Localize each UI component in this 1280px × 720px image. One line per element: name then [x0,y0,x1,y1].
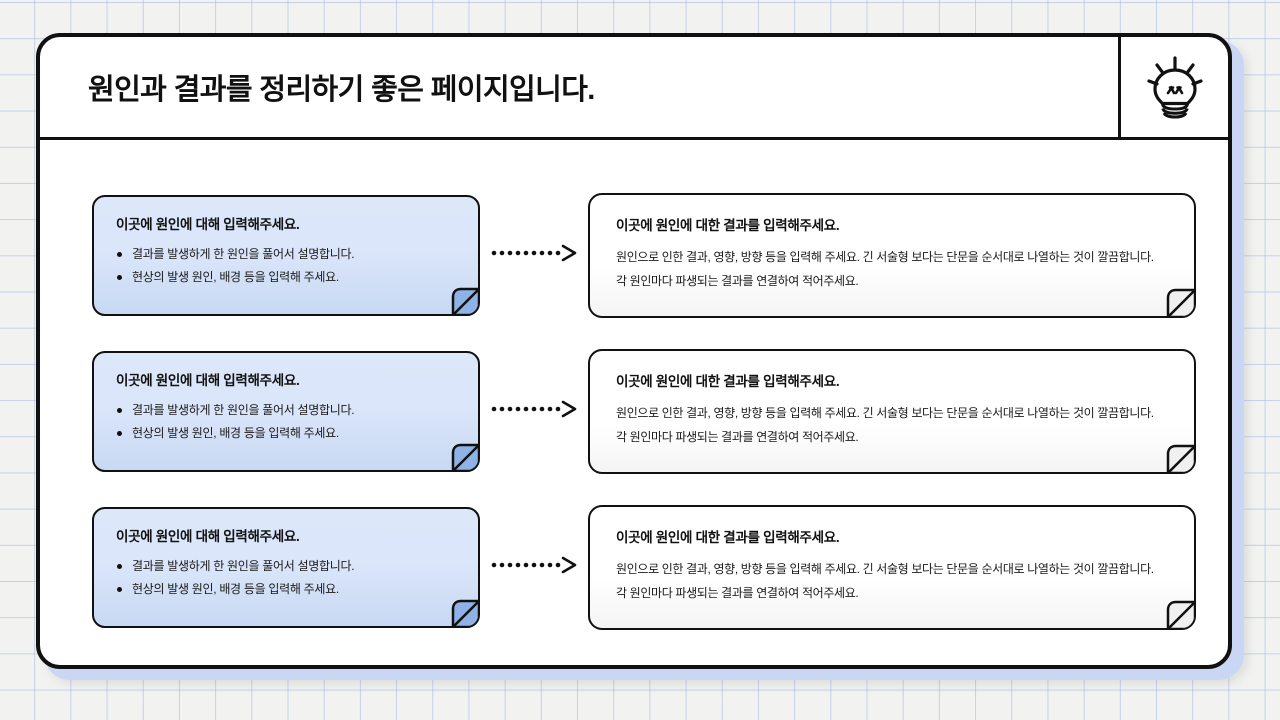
connector-arrow [480,400,588,423]
cause-effect-row: 이곳에 원인에 대해 입력해주세요. 결과를 발생하게 한 원인을 풀어서 설명… [40,193,1228,318]
effect-card-title: 이곳에 원인에 대한 결과를 입력해주세요. [616,218,840,233]
effect-card[interactable]: 이곳에 원인에 대한 결과를 입력해주세요. 원인으로 인한 결과, 영향, 방… [588,193,1196,318]
arrow-right-dotted-icon [491,400,577,423]
effect-card-body: 원인으로 인한 결과, 영향, 방향 등을 입력해 주세요. 긴 서술형 보다는… [616,562,1154,600]
cause-effect-grid: 이곳에 원인에 대해 입력해주세요. 결과를 발생하게 한 원인을 풀어서 설명… [40,140,1228,665]
slide-canvas: 원인과 결과를 정리하기 좋은 페이지입니다. [36,33,1232,669]
slide-frame: 원인과 결과를 정리하기 좋은 페이지입니다. [36,33,1248,684]
cause-effect-row: 이곳에 원인에 대해 입력해주세요. 결과를 발생하게 한 원인을 풀어서 설명… [40,505,1228,630]
list-item: 결과를 발생하게 한 원인을 풀어서 설명합니다. [116,243,460,266]
arrow-right-dotted-icon [491,244,577,267]
effect-card-body: 원인으로 인한 결과, 영향, 방향 등을 입력해 주세요. 긴 서술형 보다는… [616,250,1154,288]
header-title-area: 원인과 결과를 정리하기 좋은 페이지입니다. [40,37,1118,137]
cause-effect-row: 이곳에 원인에 대해 입력해주세요. 결과를 발생하게 한 원인을 풀어서 설명… [40,349,1228,474]
header-icon-cell [1118,37,1228,137]
lightbulb-icon [1146,55,1204,119]
cause-card-title: 이곳에 원인에 대해 입력해주세요. [116,373,300,388]
cause-bullet-list: 결과를 발생하게 한 원인을 풀어서 설명합니다. 현상의 발생 원인, 배경 … [116,399,460,445]
cause-card[interactable]: 이곳에 원인에 대해 입력해주세요. 결과를 발생하게 한 원인을 풀어서 설명… [92,195,480,316]
cause-bullet-list: 결과를 발생하게 한 원인을 풀어서 설명합니다. 현상의 발생 원인, 배경 … [116,555,460,601]
effect-card-title: 이곳에 원인에 대한 결과를 입력해주세요. [616,530,840,545]
cause-card[interactable]: 이곳에 원인에 대해 입력해주세요. 결과를 발생하게 한 원인을 풀어서 설명… [92,351,480,472]
cause-card-title: 이곳에 원인에 대해 입력해주세요. [116,529,300,544]
page-title: 원인과 결과를 정리하기 좋은 페이지입니다. [88,74,595,106]
effect-card-body: 원인으로 인한 결과, 영향, 방향 등을 입력해 주세요. 긴 서술형 보다는… [616,406,1154,444]
effect-card[interactable]: 이곳에 원인에 대한 결과를 입력해주세요. 원인으로 인한 결과, 영향, 방… [588,505,1196,630]
cause-bullet-list: 결과를 발생하게 한 원인을 풀어서 설명합니다. 현상의 발생 원인, 배경 … [116,243,460,289]
connector-arrow [480,244,588,267]
list-item: 현상의 발생 원인, 배경 등을 입력해 주세요. [116,266,460,289]
cause-card[interactable]: 이곳에 원인에 대해 입력해주세요. 결과를 발생하게 한 원인을 풀어서 설명… [92,507,480,628]
list-item: 결과를 발생하게 한 원인을 풀어서 설명합니다. [116,555,460,578]
list-item: 결과를 발생하게 한 원인을 풀어서 설명합니다. [116,399,460,422]
slide-header: 원인과 결과를 정리하기 좋은 페이지입니다. [40,37,1228,140]
connector-arrow [480,556,588,579]
arrow-right-dotted-icon [491,556,577,579]
effect-card[interactable]: 이곳에 원인에 대한 결과를 입력해주세요. 원인으로 인한 결과, 영향, 방… [588,349,1196,474]
list-item: 현상의 발생 원인, 배경 등을 입력해 주세요. [116,422,460,445]
cause-card-title: 이곳에 원인에 대해 입력해주세요. [116,217,300,232]
effect-card-title: 이곳에 원인에 대한 결과를 입력해주세요. [616,374,840,389]
list-item: 현상의 발생 원인, 배경 등을 입력해 주세요. [116,578,460,601]
